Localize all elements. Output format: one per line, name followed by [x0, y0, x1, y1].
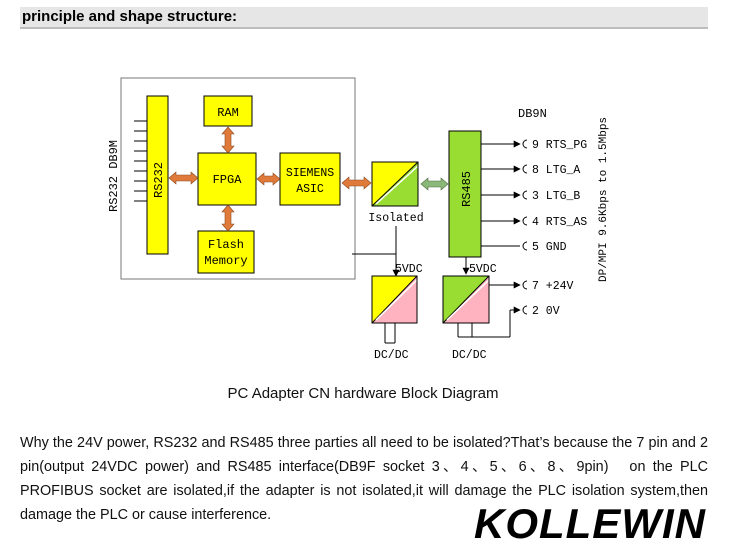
arrow-fpga-flash: [221, 204, 235, 232]
pin-label: 7 +24V: [532, 280, 574, 293]
orange-arrows: [168, 126, 372, 232]
pin-label: 2 0V: [532, 305, 560, 318]
explanation-paragraph: Why the 24V power, RS232 and RS485 three…: [20, 435, 708, 523]
speed-label: DP/MPI 9.6Kbps to 1.5Mbps: [598, 117, 610, 282]
arrow-rs232-fpga: [168, 171, 199, 185]
rs232-pin-lines: [134, 120, 147, 202]
rs232-block-label: RS232: [152, 162, 166, 198]
isolator-block: [371, 161, 419, 207]
diagram-caption: PC Adapter CN hardware Block Diagram: [227, 385, 499, 402]
rs485-label: RS485: [460, 171, 474, 207]
rs232-db9m-label: RS232 DB9M: [107, 140, 121, 212]
rs232-block: [146, 95, 169, 255]
kollewin-watermark: KOLLEWIN: [474, 500, 706, 547]
power-wiring: [352, 226, 521, 344]
flash-label-line1: Flash: [208, 238, 244, 252]
isolated-label: Isolated: [368, 212, 423, 225]
pin-label: 4 RTS_AS: [532, 216, 587, 229]
board-outline: [120, 77, 356, 280]
flash-label-line2: Memory: [204, 254, 247, 268]
dcdc-right-label: DC/DC: [452, 349, 487, 362]
arrow-isolated-rs485: [420, 177, 449, 191]
connector-pin-arcs: [522, 139, 528, 315]
block-diagram: RS232 DB9M RS232 RAM FPGA Flash Memory S…: [107, 77, 610, 362]
rs485-pin-lines: [481, 140, 521, 247]
arrow-ram-fpga: [221, 126, 235, 154]
pin-label: 5 GND: [532, 241, 567, 254]
arrow-asic-isolated: [341, 176, 372, 190]
rs485-block: [448, 130, 482, 258]
connector-title: DB9N: [518, 107, 547, 121]
vdc-right-label: 5VDC: [469, 263, 497, 276]
ram-label: RAM: [217, 106, 239, 120]
pin-label: 9 RTS_PG: [532, 139, 587, 152]
flash-memory-block: [197, 230, 255, 274]
arrow-fpga-asic: [256, 172, 281, 186]
asic-label-line2: ASIC: [296, 183, 324, 196]
dcdc-right-block: [442, 275, 490, 324]
pin-label: 8 LTG_A: [532, 164, 580, 177]
siemens-asic-block: [279, 152, 341, 206]
section-header: principle and shape structure:: [20, 7, 708, 29]
pin-label: 3 LTG_B: [532, 190, 580, 203]
vdc-left-label: 5VDC: [395, 263, 423, 276]
asic-label-line1: SIEMENS: [286, 167, 334, 180]
fpga-label: FPGA: [213, 173, 243, 187]
section-title: principle and shape structure:: [22, 8, 238, 25]
fpga-block: [197, 152, 257, 206]
ram-block: [203, 95, 253, 127]
dcdc-left-label: DC/DC: [374, 349, 409, 362]
connector-pin-labels: 9 RTS_PG 8 LTG_A 3 LTG_B 4 RTS_AS 5 GND …: [532, 139, 587, 318]
dcdc-left-block: [371, 275, 418, 324]
